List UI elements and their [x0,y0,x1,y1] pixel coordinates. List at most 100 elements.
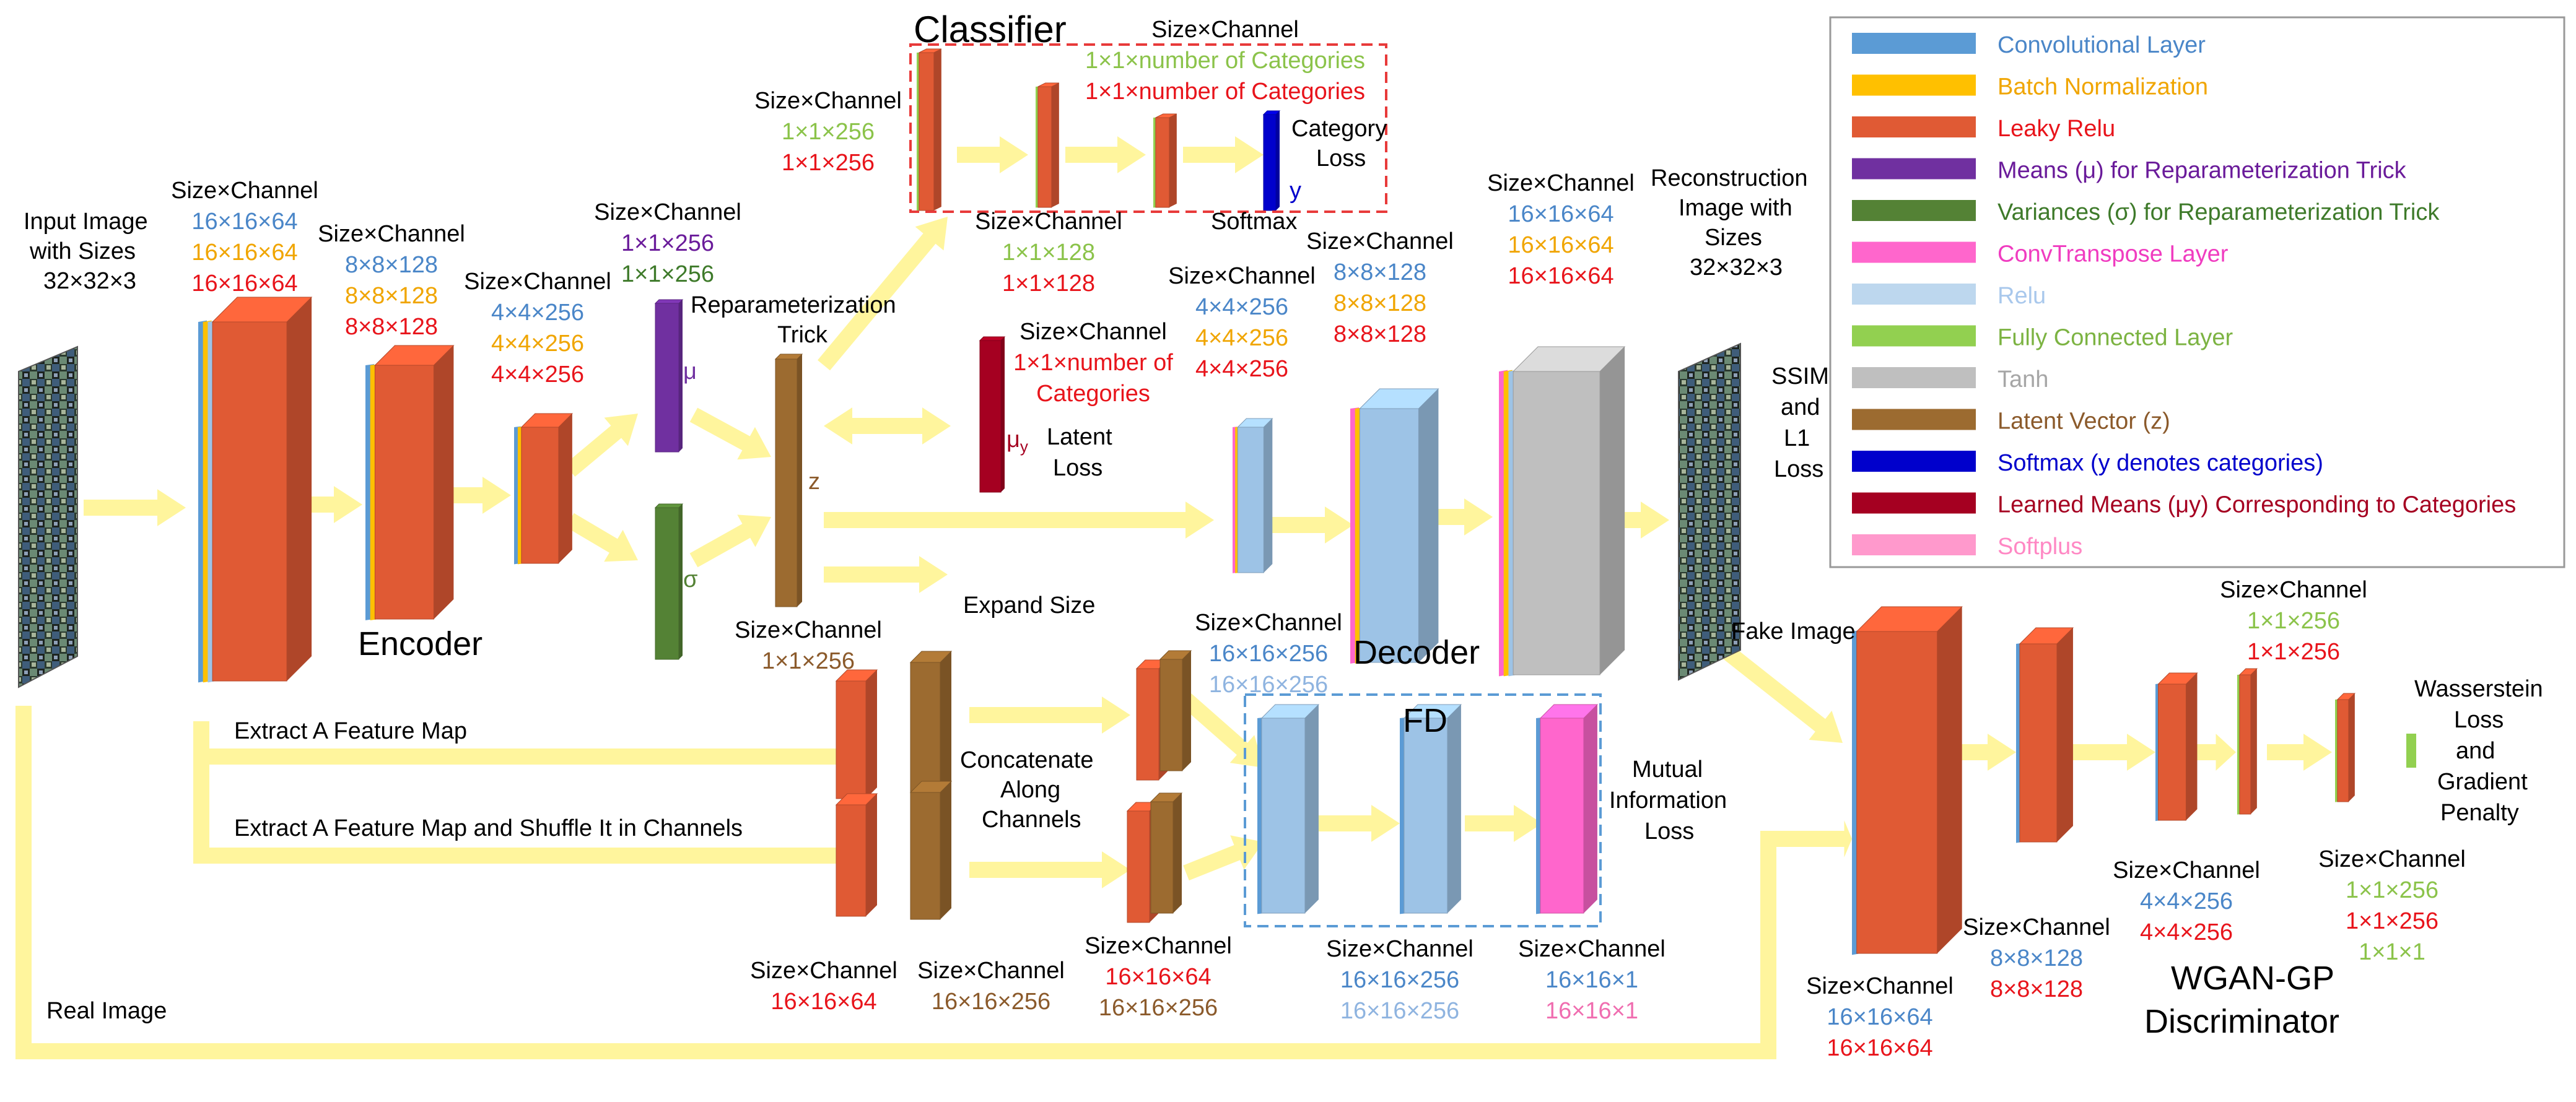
size-channel-value: 16×16×64 [1105,964,1211,990]
reparam-label-2: Trick [777,322,828,348]
size-channel-value: 1×1×128 [1002,271,1095,297]
size-channel-value: 16×16×64 [1508,263,1613,289]
mi-loss-label-2: Information [1609,787,1727,813]
extract-label-2: Extract A Feature Map and Shuffle It in … [234,815,743,841]
size-channel-value: 8×8×128 [1990,945,2083,971]
size-channel-value: 4×4×256 [2140,919,2233,945]
classifier-layer-2 [1036,82,1060,208]
arrow-cls1-cls2 [957,136,1028,173]
legend-swatch [1852,284,1976,305]
sizes-concat: Size×Channel 16×16×64 16×16×256 [1085,933,1232,1021]
wgan-title-1: WGAN-GP [2171,960,2334,997]
wgan-title-2: Discriminator [2144,1003,2339,1040]
size-channel-value: 4×4×256 [491,300,584,326]
concat-label-1: Concatenate [960,747,1094,773]
classifier-title: Classifier [914,9,1067,50]
size-channel-header: Size×Channel [917,958,1065,984]
arrow-dec2-dec3 [1415,498,1493,536]
sizes-expanded-z: Size×Channel 16×16×256 [917,958,1065,1015]
arrow-cls2-cls3 [1065,136,1146,173]
size-channel-value: 16×16×256 [1340,998,1459,1024]
size-channel-value: 8×8×128 [1334,259,1426,285]
legend-label: Softplus [1997,534,2082,560]
legend-swatch [1852,325,1976,347]
size-channel-value: 16×16×256 [932,989,1050,1015]
size-channel-header: Size×Channel [1963,914,2110,940]
y-symbol: y [1290,178,1301,204]
disc-layer-2 [2016,627,2074,843]
fd-layer-1 [1257,704,1320,914]
arrow-dec1-dec2 [1257,506,1353,544]
legend-swatch [1852,33,1976,54]
size-channel-value: 16×16×256 [1099,995,1218,1021]
decoder-layer-2 [1350,388,1439,664]
arrow-fd1-fd2 [1316,805,1400,842]
size-channel-header: Size×Channel [754,88,902,114]
disc-layer-4 [2237,668,2258,815]
size-channel-header: Size×Channel [975,209,1122,235]
ssim-label-1: SSIM [1771,363,1829,389]
arrow-d3-d4 [2196,734,2236,771]
size-channel-value: 1×1×256 [2346,877,2438,903]
concat-label-2: Along [1000,777,1060,803]
legend-label: ConvTranspose Layer [1997,241,2229,267]
size-channel-value: 1×1×256 [2247,608,2340,634]
recon-label-1: Reconstruction [1651,165,1807,191]
legend-label: Softmax (y denotes categories) [1997,450,2323,476]
reparam-label-1: Reparameterization [691,292,896,318]
size-channel-value: 16×16×256 [1340,967,1459,993]
size-channel-header: Size×Channel [318,221,465,247]
w-loss-label-3: and [2456,738,2495,764]
legend-label: Convolutional Layer [1997,32,2206,58]
legend-swatch [1852,241,1976,263]
size-channel-value: 16×16×64 [1827,1035,1932,1061]
expanded-z-bottom [909,781,953,920]
concat-bottom-b [1150,792,1183,914]
arrow-fake-d1 [1719,643,1843,743]
latent-loss-label-1: Latent [1047,424,1112,450]
legend-label: Latent Vector (z) [1997,409,2170,435]
sigma-block [654,503,684,660]
mu-block [654,299,684,453]
size-channel-header: Size×Channel [1085,933,1232,959]
classifier-layer-3 [1153,113,1177,208]
size-channel-header: Size×Channel [1306,228,1454,254]
arrow-enc3-mu [564,414,638,477]
latent-loss-label-2: Loss [1053,455,1102,481]
arrow-d4-d5 [2267,734,2332,771]
size-channel-header: Size×Channel [464,269,611,295]
reconstruction-image [1678,342,1741,681]
size-channel-value: 1×1×256 [2247,639,2340,665]
legend-swatch [1852,534,1976,555]
arrow-fd2-fd3 [1465,805,1542,842]
size-channel-value: 1×1×256 [621,230,714,256]
legend-label: Leaky Relu [1997,116,2115,142]
size-channel-value: 16×16×256 [1209,641,1328,667]
size-channel-value: 16×16×1 [1545,967,1638,993]
size-channel-value: 1×1×number of Categories [1085,79,1365,105]
legend-label: Fully Connected Layer [1997,325,2233,351]
legend-swatch [1852,74,1976,96]
w-loss-label-5: Penalty [2440,800,2519,826]
arrow-dec3-recon [1598,501,1669,539]
arrow-enc1-enc2 [291,486,362,523]
size-channel-value: 4×4×256 [1195,325,1288,351]
decoder-layer-1 [1233,418,1273,573]
arrow-expand-concat-bottom [969,851,1130,888]
recon-label-4: 32×32×3 [1690,254,1783,280]
size-channel-value: 1×1×256 [782,150,875,176]
size-channel-header: Size×Channel [2318,846,2466,872]
arrow-z-decoder [824,501,1214,539]
size-channel-header: Size×Channel [1487,170,1635,196]
legend-swatch [1852,158,1976,180]
